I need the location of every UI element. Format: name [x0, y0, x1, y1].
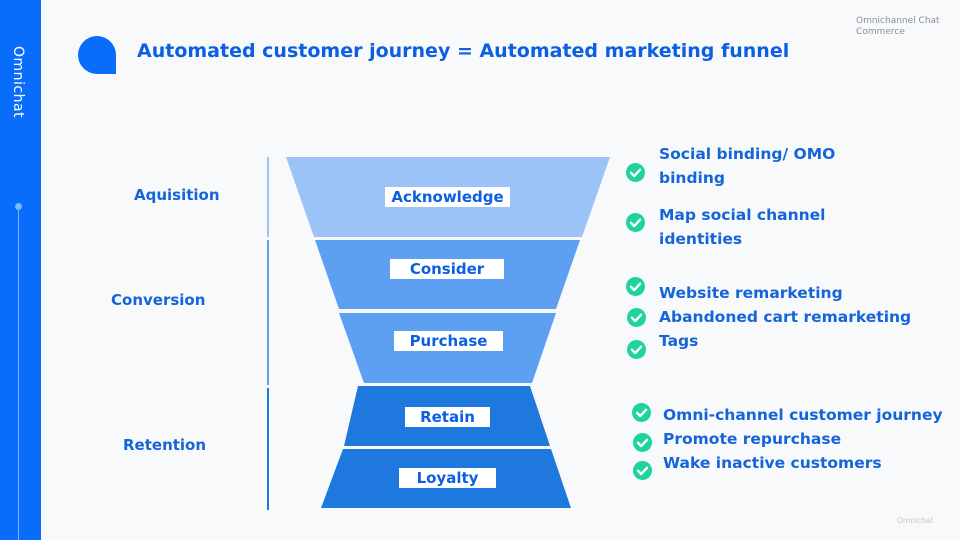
- check-circle-icon: [626, 163, 645, 182]
- feature-item-continued: identities: [659, 230, 743, 248]
- check-circle-icon: [627, 308, 646, 327]
- feature-item-continued: binding: [659, 169, 725, 187]
- feature-item: Website remarketing: [659, 284, 843, 302]
- page-title: Automated customer journey = Automated m…: [137, 40, 790, 62]
- check-circle-icon: [626, 213, 645, 232]
- check-circle-icon: [627, 340, 646, 359]
- check-circle-icon: [632, 403, 651, 422]
- corner-caption: Omnichannel Chat Commerce: [856, 16, 940, 38]
- corner-caption-line2: Commerce: [856, 27, 905, 37]
- footer-brand: Omnichat: [897, 516, 934, 525]
- feature-item: Abandoned cart remarketing: [659, 308, 912, 326]
- phase-label-aquisition: Aquisition: [134, 186, 220, 204]
- sidebar: Omnichat: [0, 0, 41, 540]
- funnel-label-loyalty: Loyalty: [399, 468, 496, 488]
- feature-item: Tags: [659, 332, 699, 350]
- funnel-label-acknowledge: Acknowledge: [385, 187, 510, 207]
- feature-item: Promote repurchase: [663, 430, 842, 448]
- phase-bracket-aquisition: [267, 157, 269, 237]
- check-circle-icon: [633, 461, 652, 480]
- feature-item: Map social channel: [659, 206, 826, 224]
- feature-item: Social binding/ OMO: [659, 145, 836, 163]
- feature-item: Wake inactive customers: [663, 454, 882, 472]
- feature-item: Omni-channel customer journey: [663, 406, 943, 424]
- chat-bubble-logo-icon: [78, 36, 116, 74]
- timeline-line: [18, 209, 19, 540]
- phase-bracket-retention: [267, 388, 269, 510]
- timeline-dot: [15, 203, 22, 210]
- funnel-label-retain: Retain: [405, 407, 490, 427]
- check-circle-icon: [626, 277, 645, 296]
- funnel-label-purchase: Purchase: [394, 331, 503, 351]
- funnel-label-consider: Consider: [390, 259, 504, 279]
- check-circle-icon: [633, 433, 652, 452]
- sidebar-brand: Omnichat: [10, 46, 26, 119]
- phase-label-retention: Retention: [123, 436, 207, 454]
- phase-bracket-conversion: [267, 240, 269, 385]
- phase-label-conversion: Conversion: [111, 291, 206, 309]
- corner-caption-line1: Omnichannel Chat: [856, 16, 940, 26]
